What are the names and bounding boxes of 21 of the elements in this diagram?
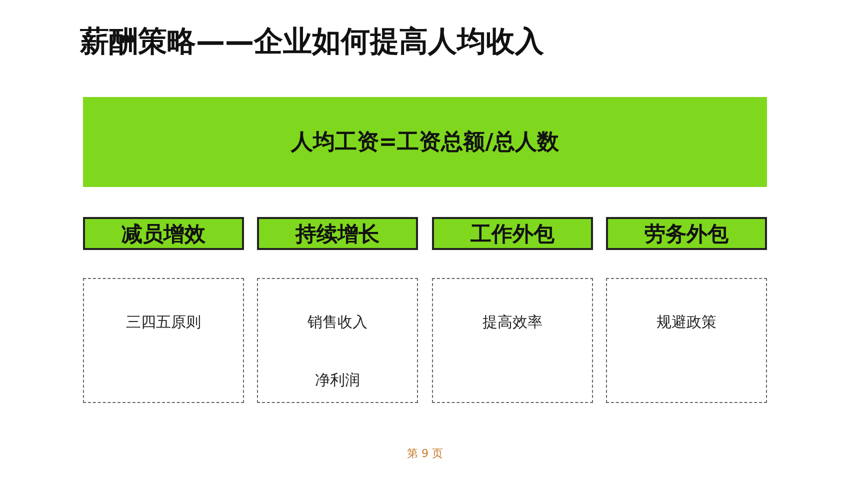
formula-banner bbox=[83, 97, 767, 187]
detail-box bbox=[606, 278, 767, 403]
category-label: 持续增长 bbox=[296, 220, 380, 248]
category-label: 劳务外包 bbox=[644, 220, 728, 248]
detail-text: 规避政策 bbox=[656, 313, 718, 332]
category-box bbox=[606, 217, 767, 250]
detail-text: 三四五原则 bbox=[125, 313, 202, 332]
detail-box bbox=[432, 278, 593, 403]
category-box bbox=[83, 217, 244, 250]
formula-text: 人均工资=工资总额/总人数 bbox=[290, 129, 560, 157]
category-box bbox=[432, 217, 593, 250]
page-number: 第 9 页 bbox=[406, 446, 444, 461]
detail-box bbox=[257, 278, 418, 403]
category-label: 工作外包 bbox=[470, 220, 554, 248]
detail-text: 销售收入 bbox=[306, 313, 368, 332]
detail-text: 提高效率 bbox=[482, 313, 544, 332]
detail-box bbox=[83, 278, 244, 403]
category-box bbox=[257, 217, 418, 250]
slide-title: 薪酬策略——企业如何提高人均收入 bbox=[80, 23, 544, 60]
category-label: 减员增效 bbox=[122, 220, 206, 248]
detail-text: 净利润 bbox=[314, 371, 361, 390]
